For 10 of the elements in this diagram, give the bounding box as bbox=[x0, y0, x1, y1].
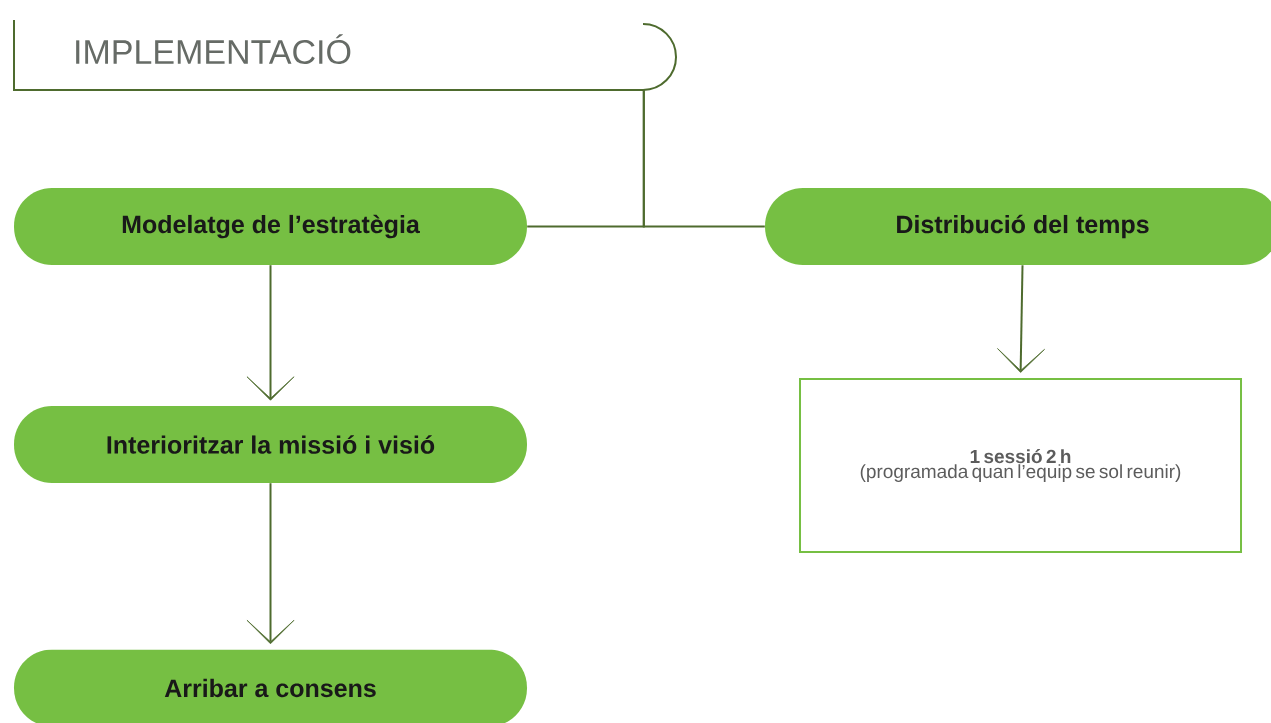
connector-line bbox=[642, 89, 766, 228]
header-frame: IMPLEMENTACIÓ bbox=[13, 19, 677, 91]
step-pill: Distribució del temps bbox=[765, 188, 1271, 265]
step-pill: Arribar a consens bbox=[14, 649, 527, 723]
arrow bbox=[246, 482, 295, 645]
arrow bbox=[246, 264, 295, 401]
note-box: 1 sessió 2 h (programada quan l’equip se sol reunir) bbox=[799, 378, 1242, 553]
step-pill: Modelatge de l’estratègia bbox=[14, 188, 527, 265]
step-pill: Interioritzar la missió i visió bbox=[14, 406, 527, 483]
arrow bbox=[997, 264, 1045, 373]
